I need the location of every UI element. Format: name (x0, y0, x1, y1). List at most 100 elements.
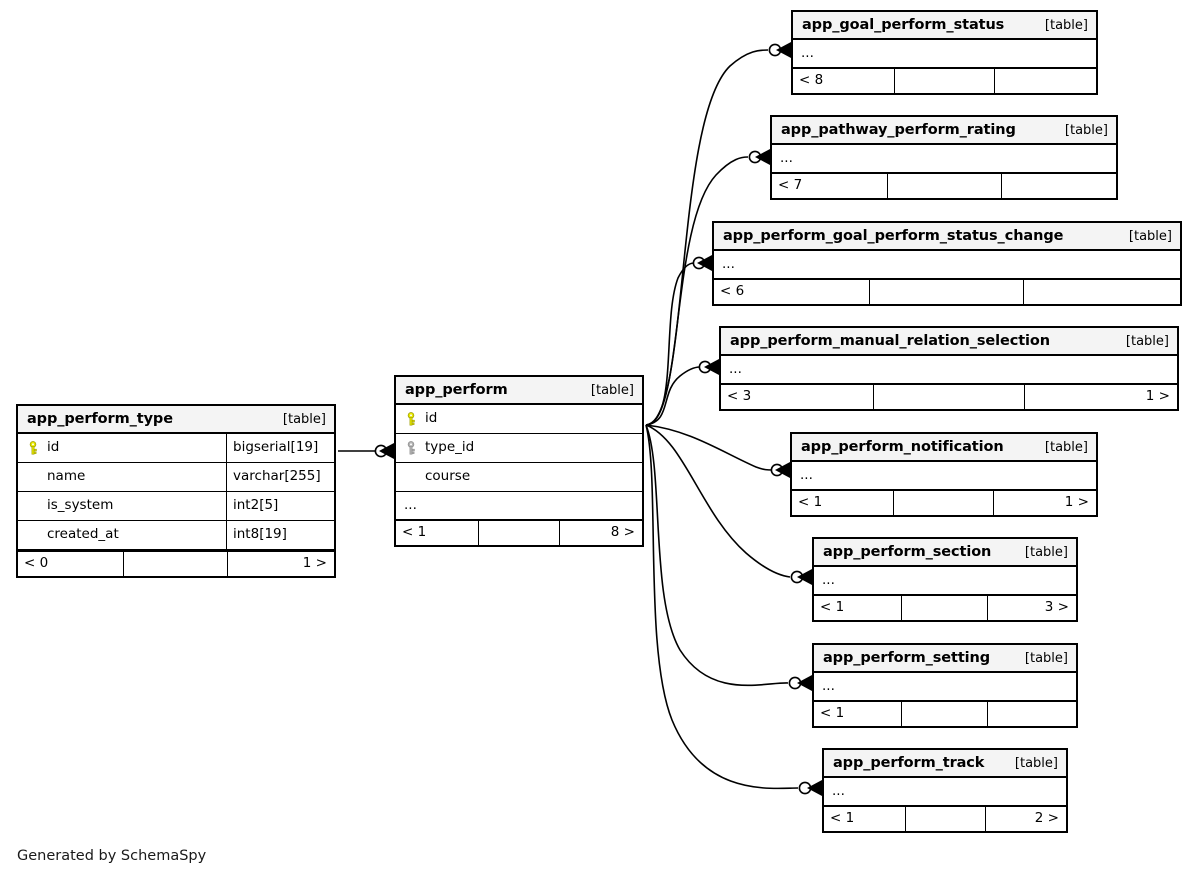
edge-line (645, 424, 789, 687)
edge-line (645, 366, 701, 426)
table-title: app_perform (405, 381, 508, 398)
table-header[interactable]: app_perform_notification[table] (792, 434, 1096, 462)
table-title: app_perform_type (27, 410, 173, 427)
table-footer: < 1 (814, 700, 1076, 726)
footer-middle-cell (873, 385, 1025, 409)
table-header[interactable]: app_pathway_perform_rating[table] (772, 117, 1116, 145)
footer-parent-count: < 7 (778, 177, 803, 194)
table-header[interactable]: app_goal_perform_status[table] (793, 12, 1096, 40)
crowsfoot-many-marker-icon (775, 462, 790, 478)
table-footer: < 3 1 > (721, 383, 1177, 409)
table-node-app_perform_setting[interactable]: app_perform_setting[table]...< 1 (812, 643, 1078, 728)
table-footer: < 0 1 > (18, 550, 334, 576)
table-header[interactable]: app_perform_type [table] (18, 406, 334, 434)
footer-middle-cell (901, 596, 988, 620)
table-footer: < 8 (793, 67, 1096, 93)
schemaspy-credit: Generated by SchemaSpy (17, 848, 207, 864)
footer-parent-count: < 6 (720, 283, 745, 300)
column-type-label: int8[19] (226, 520, 334, 550)
table-column-row[interactable]: course (396, 463, 642, 492)
crowsfoot-many-marker-icon (797, 569, 812, 585)
table-node-app_pathway_perform_rating[interactable]: app_pathway_perform_rating[table]... < 7 (770, 115, 1118, 200)
relationship-edge-rel-perform-to-goal-perform-status-change (645, 255, 712, 426)
column-name-label: id (47, 441, 60, 455)
table-title: app_perform_goal_perform_status_change (723, 227, 1064, 244)
column-type-label: varchar[255] (226, 462, 334, 492)
column-name-cell: name (18, 470, 226, 484)
table-header[interactable]: app_perform[table] (396, 377, 642, 405)
footer-child-count (1002, 174, 1116, 198)
column-name-label: course (425, 470, 471, 484)
table-header[interactable]: app_perform_track[table] (824, 750, 1066, 778)
table-column-row[interactable]: created_at int8[19] (18, 520, 334, 550)
column-name-cell: id (18, 441, 226, 455)
edge-line (645, 424, 773, 471)
table-more-columns-ellipsis[interactable]: ... (792, 462, 1096, 489)
crowsfoot-many-marker-icon (797, 675, 812, 691)
table-column-row[interactable]: id (396, 405, 642, 434)
cardinality-zero-marker-icon (692, 256, 706, 270)
footer-parent-count: < 3 (727, 388, 752, 405)
table-header[interactable]: app_perform_manual_relation_selection[ta… (721, 328, 1177, 356)
footer-parent-count: < 1 (402, 524, 427, 541)
footer-middle-cell (905, 807, 986, 831)
table-more-columns-ellipsis[interactable]: ... (824, 778, 1066, 805)
table-more-columns-ellipsis[interactable]: ... (814, 673, 1076, 700)
cardinality-zero-marker-icon (798, 781, 812, 795)
table-more-columns-ellipsis[interactable]: ... (396, 492, 642, 519)
footer-child-count: 1 > (1064, 494, 1089, 511)
footer-child-count: 1 > (302, 555, 327, 572)
column-name-cell: is_system (18, 499, 226, 513)
footer-child-count: 2 > (1034, 810, 1059, 827)
table-title: app_goal_perform_status (802, 16, 1005, 33)
table-type-tag: [table] (282, 411, 326, 427)
footer-child-count: 1 > (1145, 388, 1170, 405)
table-node-app_goal_perform_status[interactable]: app_goal_perform_status[table]... < 8 (791, 10, 1098, 95)
relationship-edge-rel-perform-to-notification (645, 424, 790, 478)
table-more-columns-ellipsis[interactable]: ... (814, 567, 1076, 594)
table-node-app_perform_goal_perform_status_change[interactable]: app_perform_goal_perform_status_change[t… (712, 221, 1182, 306)
table-title: app_perform_setting (823, 649, 991, 666)
column-name-label: created_at (47, 528, 119, 542)
table-more-columns-ellipsis[interactable]: ... (793, 40, 1096, 67)
crowsfoot-many-marker-icon (697, 255, 712, 271)
table-column-row[interactable]: type_id (396, 434, 642, 463)
column-name-label: name (47, 470, 86, 484)
footer-parent-count: < 0 (24, 555, 49, 572)
relationship-edge-rel-perform-to-section (645, 424, 812, 585)
footer-middle-cell (869, 280, 1024, 304)
footer-parent-count: < 8 (799, 72, 824, 89)
table-more-columns-ellipsis[interactable]: ... (772, 145, 1116, 172)
crowsfoot-many-marker-icon (704, 359, 719, 375)
cardinality-zero-marker-icon (790, 570, 804, 584)
footer-child-count (988, 702, 1076, 726)
footer-parent-count: < 1 (830, 810, 855, 827)
column-name-cell: id (396, 412, 642, 426)
edge-line (645, 424, 799, 790)
table-footer: < 6 (714, 278, 1180, 304)
cardinality-zero-marker-icon (374, 444, 388, 458)
table-node-app_perform_manual_relation_selection[interactable]: app_perform_manual_relation_selection[ta… (719, 326, 1179, 411)
table-header[interactable]: app_perform_section[table] (814, 539, 1076, 567)
table-node-app_perform_track[interactable]: app_perform_track[table]... < 1 2 > (822, 748, 1068, 833)
table-more-columns-ellipsis[interactable]: ... (721, 356, 1177, 383)
footer-middle-cell (887, 174, 1002, 198)
crowsfoot-many-marker-icon (807, 780, 822, 796)
column-name-cell: created_at (18, 528, 226, 542)
table-column-row[interactable]: name varchar[255] (18, 462, 334, 492)
table-more-columns-ellipsis[interactable]: ... (714, 251, 1180, 278)
crowsfoot-many-marker-icon (379, 443, 394, 459)
table-header[interactable]: app_perform_goal_perform_status_change[t… (714, 223, 1180, 251)
footer-child-count (995, 69, 1096, 93)
table-header[interactable]: app_perform_setting[table] (814, 645, 1076, 673)
foreign-key-icon (404, 441, 418, 455)
